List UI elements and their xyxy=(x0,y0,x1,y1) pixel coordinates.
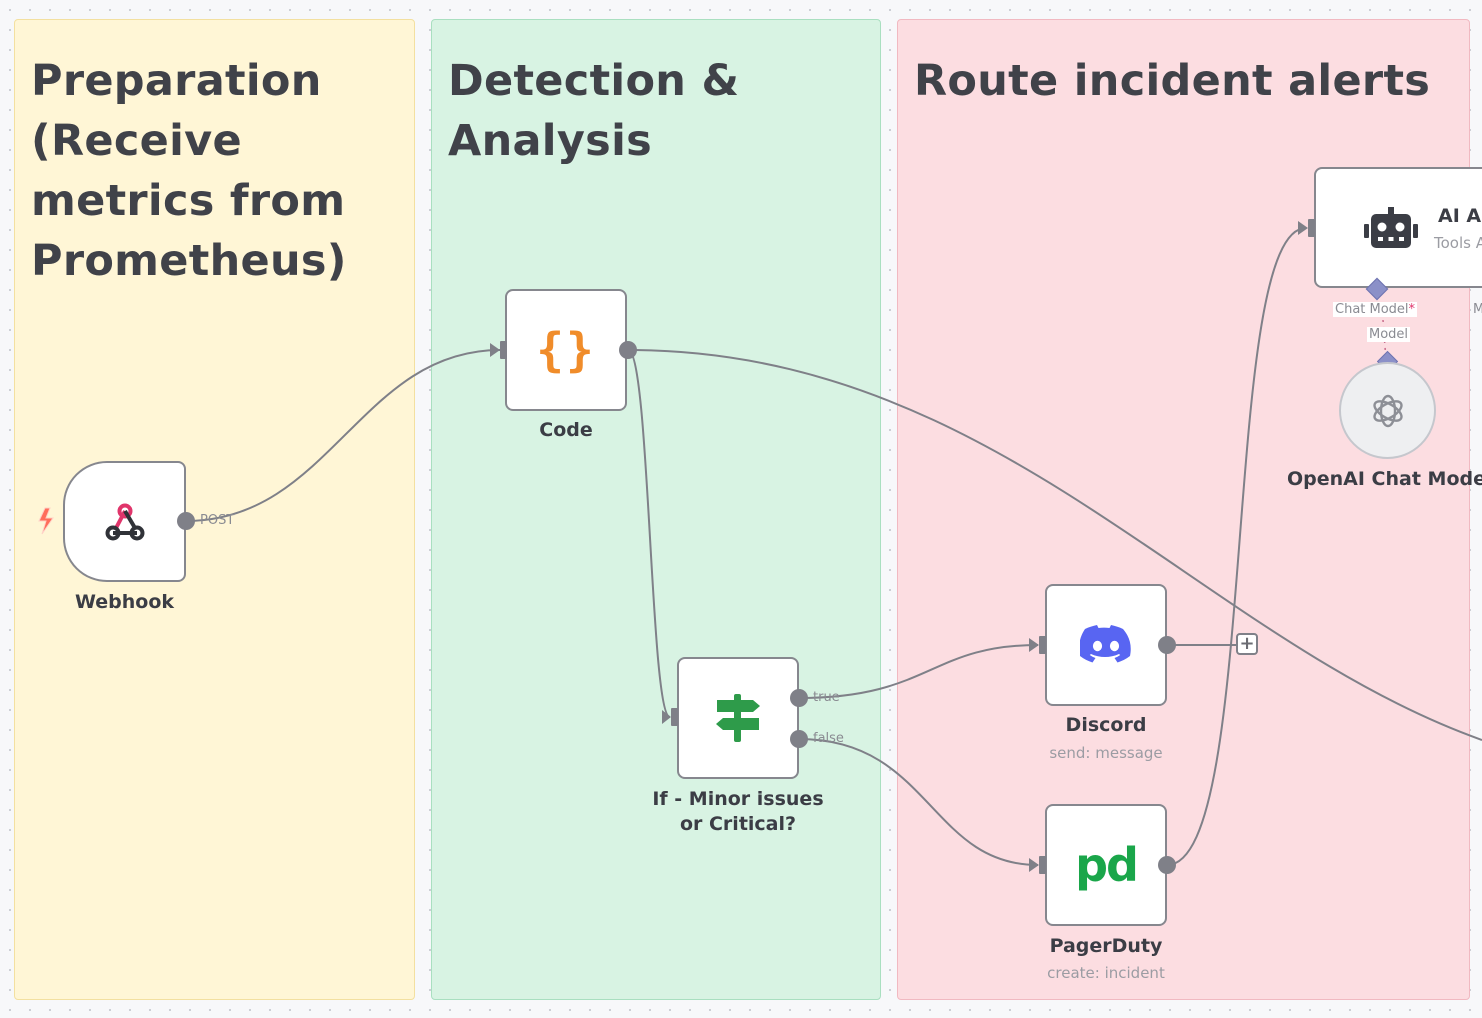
webhook-output-label: POST xyxy=(200,513,235,528)
openai-chat-model-label: OpenAI Chat Model xyxy=(1287,468,1482,490)
if-true-port[interactable] xyxy=(790,689,808,707)
sticky-title-route: Route incident alerts xyxy=(914,56,1431,106)
add-node-button[interactable]: + xyxy=(1236,633,1258,655)
pagerduty-node[interactable]: pd xyxy=(1045,804,1167,926)
openai-icon xyxy=(1372,394,1403,427)
discord-node-label: Discord xyxy=(1065,714,1147,736)
discord-output-port[interactable] xyxy=(1158,636,1176,654)
webhook-output-port[interactable] xyxy=(177,512,195,530)
webhook-node-label: Webhook xyxy=(74,591,175,613)
if-false-port[interactable] xyxy=(790,730,808,748)
code-node[interactable]: {} xyxy=(505,289,627,411)
openai-model-port-label: Model xyxy=(1367,327,1411,342)
code-node-label: Code xyxy=(539,419,593,441)
webhook-icon xyxy=(105,503,144,540)
if-false-label: false xyxy=(813,731,844,746)
if-input-port[interactable] xyxy=(671,708,678,726)
code-input-port[interactable] xyxy=(500,341,507,359)
ai-agent-input-port[interactable] xyxy=(1308,219,1315,237)
code-output-port[interactable] xyxy=(619,341,637,359)
pagerduty-input-port[interactable] xyxy=(1039,856,1046,874)
pagerduty-node-label: PagerDuty xyxy=(1049,935,1163,957)
ai-agent-node-label: AI Ag xyxy=(1438,205,1482,227)
discord-node[interactable] xyxy=(1045,584,1167,706)
webhook-node[interactable] xyxy=(63,461,186,582)
signpost-icon xyxy=(716,694,760,742)
curly-braces-icon: {} xyxy=(536,323,596,377)
ai-agent-node[interactable]: AI Ag Tools A xyxy=(1314,167,1482,288)
sticky-note-detection[interactable]: Detection & Analysis xyxy=(431,19,881,1000)
discord-icon xyxy=(1080,625,1131,663)
ai-agent-node-subtitle: Tools A xyxy=(1434,234,1482,252)
discord-input-port[interactable] xyxy=(1039,636,1046,654)
lightning-icon xyxy=(38,507,54,535)
sticky-title-preparation: Preparation (Receive metrics from Promet… xyxy=(31,56,347,286)
pagerduty-node-subtitle: create: incident xyxy=(1047,964,1165,982)
pagerduty-output-port[interactable] xyxy=(1158,856,1176,874)
plus-icon: + xyxy=(1239,633,1255,654)
chat-model-port-label: Chat Model* xyxy=(1333,302,1418,317)
ai-agent-memory-port-label: M xyxy=(1473,302,1482,317)
if-true-label: true xyxy=(813,690,840,705)
if-node[interactable] xyxy=(677,657,799,779)
if-node-label: If - Minor issues or Critical? xyxy=(652,788,824,835)
sticky-title-detection: Detection & Analysis xyxy=(448,56,740,166)
pagerduty-icon: pd xyxy=(1075,838,1139,892)
robot-icon xyxy=(1364,207,1418,248)
openai-chat-model-node[interactable] xyxy=(1339,362,1436,459)
discord-node-subtitle: send: message xyxy=(1049,744,1163,762)
